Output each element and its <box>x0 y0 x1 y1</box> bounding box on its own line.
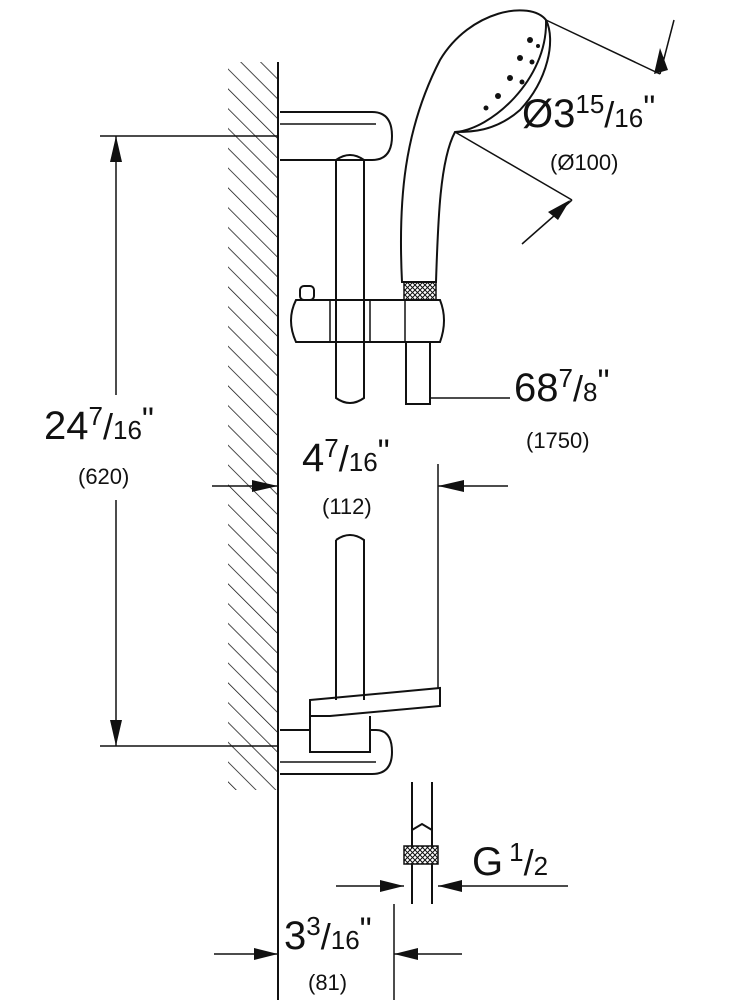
hose-segment <box>405 342 431 405</box>
thread-whole: G <box>472 840 504 884</box>
holder-offset-inch-mark: " <box>377 433 390 471</box>
height-slash: / <box>102 406 113 447</box>
diameter-denominator: 16 <box>614 103 644 133</box>
height-label: 247/16" <box>44 401 154 449</box>
wall-offset-inch-mark: " <box>359 911 372 949</box>
hose-length-numerator: 7 <box>558 363 573 393</box>
hose-length-metric: (1750) <box>526 428 590 453</box>
bottom-wall-bracket <box>280 729 394 775</box>
hose-length-inch-mark: " <box>597 363 610 401</box>
wall-offset-dimension <box>214 904 462 1000</box>
diameter-dimension <box>454 19 675 245</box>
hose-length-label: 687/8" <box>514 363 610 411</box>
hand-shower <box>399 9 552 301</box>
hose-length-whole: 68 <box>514 366 559 410</box>
rail-upper <box>335 154 365 404</box>
slider-holder <box>290 285 445 343</box>
spray-nozzles <box>483 37 540 111</box>
wall-offset-metric: (81) <box>308 970 348 995</box>
height-whole: 24 <box>44 404 89 448</box>
holder-offset-numerator: 7 <box>324 433 339 463</box>
wall-offset-numerator: 3 <box>306 911 321 941</box>
diameter-label: Ø315/16" <box>522 89 656 137</box>
top-wall-bracket <box>280 111 394 161</box>
holder-offset-metric: (112) <box>322 494 372 519</box>
holder-offset-whole: 4 <box>302 436 325 480</box>
diameter-inch-mark: " <box>643 89 656 127</box>
holder-offset-denominator: 16 <box>348 447 378 477</box>
diameter-numerator: 15 <box>575 89 605 119</box>
hose-length-denominator: 8 <box>582 377 598 407</box>
lower-holder <box>309 686 441 753</box>
wall-offset-denominator: 16 <box>330 925 360 955</box>
hose-length-slash: / <box>572 368 583 409</box>
height-numerator: 7 <box>88 401 103 431</box>
diameter-slash: / <box>604 94 615 135</box>
thread-slash: / <box>523 842 534 883</box>
thread-numerator: 1 <box>509 837 524 867</box>
wall <box>228 62 279 1000</box>
thread-dimension <box>336 880 568 892</box>
wall-offset-slash: / <box>320 916 331 957</box>
thread-denominator: 2 <box>533 851 549 881</box>
rail-lower <box>335 534 365 700</box>
hose-connector <box>403 782 439 904</box>
wall-offset-whole: 3 <box>284 914 307 958</box>
holder-offset-slash: / <box>338 438 349 479</box>
height-inch-mark: " <box>141 401 154 439</box>
diameter-metric: (Ø100) <box>550 150 619 175</box>
height-denominator: 16 <box>112 415 142 445</box>
height-dimension <box>100 135 278 747</box>
height-metric: (620) <box>78 464 130 489</box>
holder-offset-dimension <box>212 464 508 688</box>
wall-offset-label: 33/16" <box>284 911 372 959</box>
holder-offset-label: 47/16" <box>302 433 390 481</box>
diameter-whole: Ø3 <box>522 92 576 136</box>
